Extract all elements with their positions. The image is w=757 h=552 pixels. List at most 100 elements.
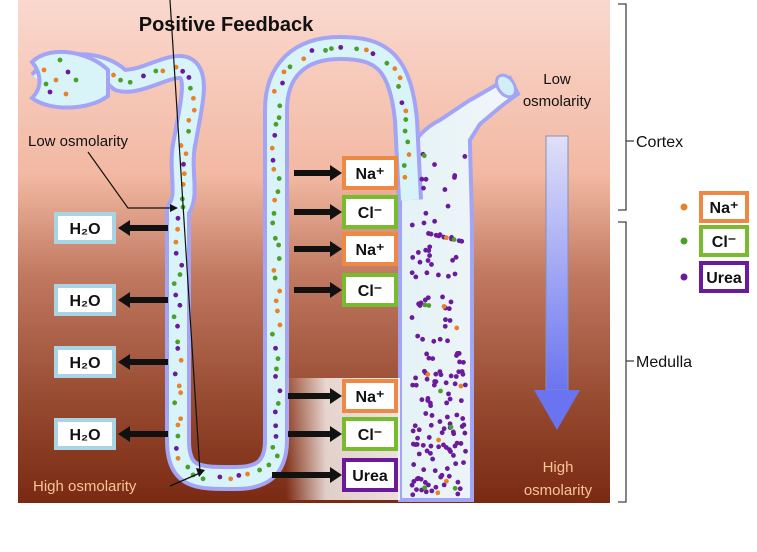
chloride-particle xyxy=(276,115,282,121)
pointer-low-osmolarity xyxy=(87,151,170,209)
urea-particle xyxy=(417,259,423,265)
urea-particle xyxy=(448,299,454,305)
urea-particle xyxy=(175,215,181,221)
urea-particle xyxy=(437,419,443,424)
sodium-particle xyxy=(406,152,412,157)
urea-particle xyxy=(422,368,427,374)
urea-particle xyxy=(416,427,422,433)
urea-particle xyxy=(421,467,427,473)
urea-particle xyxy=(433,484,439,490)
urea-particle xyxy=(444,466,450,471)
urea-particle xyxy=(462,154,468,159)
urea-particle xyxy=(424,448,430,454)
water-box-text: H₂O xyxy=(69,293,100,310)
urea-particle xyxy=(459,238,465,244)
urea-particle xyxy=(452,173,458,178)
urea-particle xyxy=(173,446,179,451)
solute-particles xyxy=(41,44,468,498)
sodium-particle xyxy=(63,91,69,97)
sodium-particle xyxy=(178,357,184,363)
water-arrow xyxy=(118,220,168,236)
chloride-ion-box-text: Cl⁻ xyxy=(358,283,382,300)
urea-particle xyxy=(415,435,420,441)
urea-particle xyxy=(438,474,444,480)
water-box: H₂O xyxy=(54,346,116,378)
urea-particle xyxy=(422,480,428,485)
diagram-title: Positive Feedback xyxy=(139,14,314,36)
sodium-particle xyxy=(191,95,196,101)
chloride-particle xyxy=(405,139,411,145)
urea-particle xyxy=(458,441,464,446)
chloride-particle xyxy=(274,366,279,372)
sodium-particle xyxy=(111,72,116,78)
sodium-particle xyxy=(443,235,449,241)
urea-particle xyxy=(177,302,183,308)
sodium-particle xyxy=(186,117,192,123)
water-box-text: H₂O xyxy=(69,355,100,372)
sodium-particle xyxy=(183,151,189,157)
urea-legend-item-text: Urea xyxy=(706,270,742,287)
urea-particle xyxy=(445,273,451,279)
urea-particle xyxy=(399,100,405,106)
sodium-particle xyxy=(458,383,464,389)
chloride-legend-item-text: Cl⁻ xyxy=(712,234,736,251)
urea-particle xyxy=(432,218,438,224)
chloride-particle xyxy=(277,103,283,109)
urea-particle xyxy=(455,479,461,485)
chloride-particle xyxy=(354,46,360,52)
urea-particle xyxy=(463,448,468,454)
urea-particle xyxy=(446,473,452,479)
chloride-particle xyxy=(200,476,206,482)
urea-particle xyxy=(423,489,429,495)
urea-particle xyxy=(424,351,430,357)
chloride-particle xyxy=(186,128,191,134)
urea-particle xyxy=(414,442,420,447)
legend: Na⁺Cl⁻Urea xyxy=(680,191,749,293)
urea-particle xyxy=(429,262,434,267)
urea-particle xyxy=(410,382,416,388)
urea-particle xyxy=(462,430,468,436)
urea-particle xyxy=(452,381,458,387)
urea-particle xyxy=(414,487,419,492)
ion-transport: Na⁺Cl⁻Na⁺Cl⁻Na⁺Cl⁻Urea xyxy=(272,156,398,492)
sodium-particle xyxy=(363,47,369,53)
urea-particle xyxy=(439,430,445,436)
urea-particle xyxy=(172,371,178,377)
sodium-particle xyxy=(178,416,184,422)
chloride-particle xyxy=(275,356,281,362)
sodium-legend-dot xyxy=(680,203,688,211)
urea-particle xyxy=(272,132,278,138)
sodium-ion-box: Na⁺ xyxy=(342,379,398,413)
chloride-particle xyxy=(287,64,293,70)
water-arrow xyxy=(118,354,168,370)
urea-particle xyxy=(446,391,451,397)
chloride-particle xyxy=(270,444,276,450)
urea-particle xyxy=(444,414,450,420)
chloride-legend-item: Cl⁻ xyxy=(699,225,749,257)
urea-particle xyxy=(428,422,434,428)
urea-particle xyxy=(181,161,186,167)
medulla-label: Medulla xyxy=(636,354,692,371)
chloride-particle xyxy=(43,81,49,87)
cortex-bracket xyxy=(618,3,634,211)
urea-particle xyxy=(451,453,456,458)
urea-particle xyxy=(273,374,278,379)
urea-particle xyxy=(426,355,432,361)
chloride-particle xyxy=(422,485,428,491)
sodium-particle xyxy=(281,69,287,75)
sodium-particle xyxy=(273,298,279,304)
urea-particle xyxy=(309,48,315,53)
urea-particle xyxy=(450,257,455,263)
urea-particle xyxy=(432,468,438,474)
urea-particle xyxy=(338,44,344,50)
sodium-ion-box: Na⁺ xyxy=(342,232,398,266)
sodium-ion-box-text: Na⁺ xyxy=(356,242,385,259)
chloride-particle xyxy=(171,314,177,320)
urea-particle xyxy=(424,270,430,276)
urea-particle xyxy=(461,359,466,365)
urea-particle xyxy=(410,428,416,434)
urea-particle xyxy=(273,345,278,351)
sodium-particle xyxy=(175,455,181,461)
urea-particle xyxy=(438,372,444,378)
urea-particle xyxy=(415,333,421,339)
